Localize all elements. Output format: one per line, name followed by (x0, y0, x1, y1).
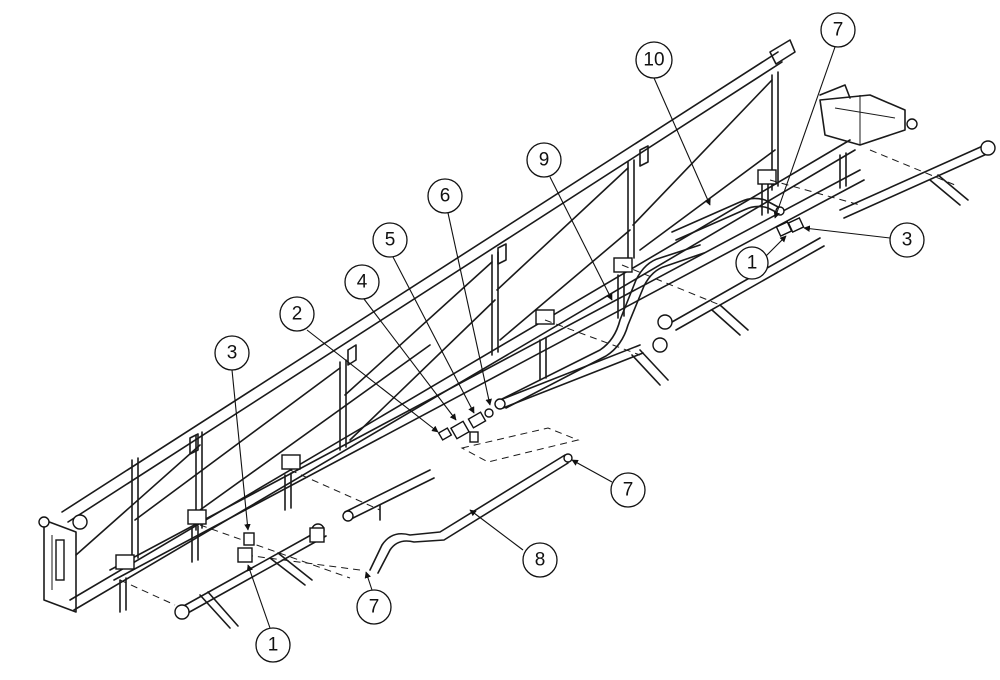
hose-9 (494, 244, 705, 410)
callout-3-left-circle (214, 335, 250, 371)
callout-7-lower-label: 7 (369, 597, 380, 618)
callout-3-left-label: 3 (227, 343, 238, 364)
callout-10-circle (635, 41, 673, 79)
callout-7-right-label: 7 (623, 480, 634, 501)
callout-7-lower-circle (356, 589, 392, 625)
callout-6-circle (427, 178, 463, 214)
callout-5-label: 5 (385, 230, 396, 251)
callout-1-left-label: 1 (268, 635, 279, 656)
callout-9-label: 9 (539, 150, 550, 171)
callout-1-left-circle (255, 627, 291, 663)
callouts: 10 7 9 6 5 4 2 3 1 7 (214, 12, 925, 663)
callout-1-right-label: 1 (747, 253, 758, 274)
callout-10-label: 10 (643, 50, 664, 71)
callout-5-circle (372, 222, 408, 258)
callout-4-circle (344, 264, 380, 300)
callout-7-top-label: 7 (833, 20, 844, 41)
callout-1-right-circle (735, 246, 769, 280)
callout-3-right-label: 3 (902, 230, 913, 251)
callout-2-label: 2 (292, 304, 303, 325)
nozzle-drops (115, 152, 847, 613)
callout-9-circle (526, 142, 562, 178)
callout-8-label: 8 (535, 550, 546, 571)
boom-truss-frame (38, 39, 918, 613)
callout-8-circle (522, 542, 558, 578)
callout-7-top-circle (820, 12, 856, 48)
spray-tubes (119, 140, 996, 629)
callout-2-circle (279, 296, 315, 332)
callout-4-label: 4 (357, 272, 368, 293)
callout-7-right-circle (610, 472, 646, 508)
hose-8 (244, 427, 580, 574)
fittings (237, 217, 805, 563)
callout-6-label: 6 (440, 186, 451, 207)
callout-3-right-circle (889, 222, 925, 258)
